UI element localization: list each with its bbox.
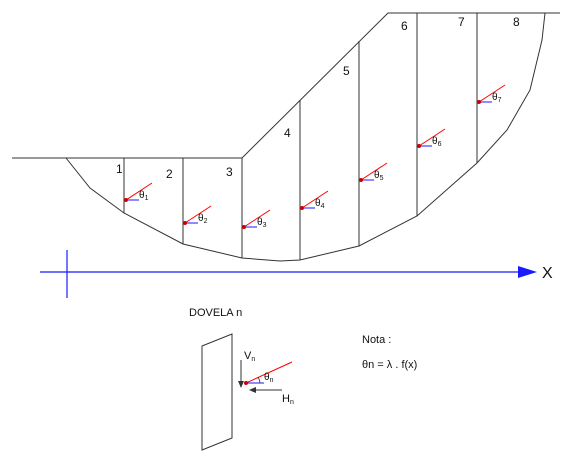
slice-detail-block [201,333,233,451]
svg-text:Vn: Vn [244,350,255,363]
slice-number-2: 2 [166,167,173,181]
svg-text:θ4: θ4 [315,198,325,210]
svg-text:θ3: θ3 [257,217,267,229]
ground-surface-line [12,12,560,159]
detail-shear-force-v: Vn [238,350,255,388]
force-vector-5: θ5 [359,162,388,182]
force-vector-1: θ1 [124,182,153,202]
svg-text:θ6: θ6 [432,136,442,148]
note-formula: θn = λ . f(x) [362,359,417,371]
failure-surface-curve [65,12,546,262]
slice-number-3: 3 [226,165,233,179]
svg-text:θ5: θ5 [374,170,384,182]
detail-resultant-force: θn [244,361,293,385]
svg-text:Hn: Hn [282,393,294,406]
x-axis: X [40,250,553,298]
slice-number-1: 1 [116,162,123,176]
slice-number-4: 4 [284,126,291,140]
svg-text:θ1: θ1 [139,190,149,202]
slice-number-5: 5 [343,64,350,78]
x-axis-label: X [542,265,553,282]
slice-number-8: 8 [513,15,520,29]
slice-number-7: 7 [458,15,465,29]
force-vector-2: θ2 [183,205,212,225]
force-vector-6: θ6 [417,128,446,148]
force-vector-4: θ4 [300,190,329,210]
slice-number-6: 6 [401,19,408,33]
note-title: Nota : [362,334,391,346]
detail-normal-force-h: Hn [249,387,294,406]
svg-text:θ2: θ2 [198,213,208,225]
svg-text:θ7: θ7 [492,92,502,104]
force-vector-3: θ3 [242,209,271,229]
detail-title: DOVELA n [189,307,242,319]
svg-text:θn: θn [264,372,274,384]
force-vector-7: θ7 [477,84,506,104]
x-axis-arrowhead [518,266,537,278]
